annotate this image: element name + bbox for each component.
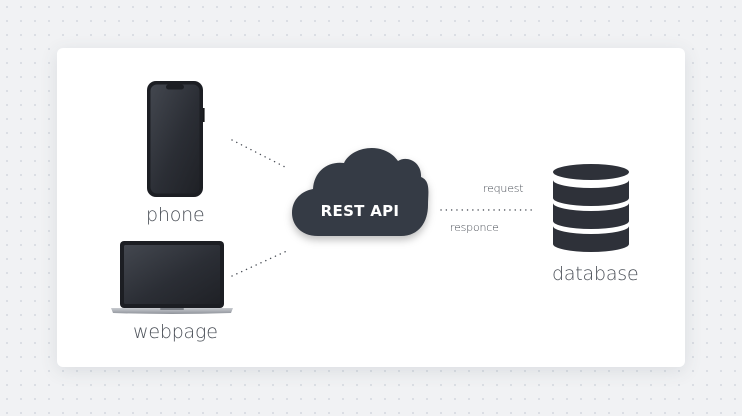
connector-webpage-api [231, 249, 290, 277]
connector-phone-api [231, 139, 288, 169]
request-label: request [483, 182, 524, 195]
database-label: database [552, 263, 639, 285]
rest-api-label: REST API [320, 202, 400, 220]
smartphone-icon [147, 81, 205, 197]
database-icon [553, 164, 629, 252]
phone-label: phone [146, 204, 205, 226]
cloud-icon [292, 148, 429, 236]
response-label: responce [450, 221, 499, 234]
webpage-label: webpage [133, 321, 218, 343]
laptop-icon [111, 241, 233, 314]
